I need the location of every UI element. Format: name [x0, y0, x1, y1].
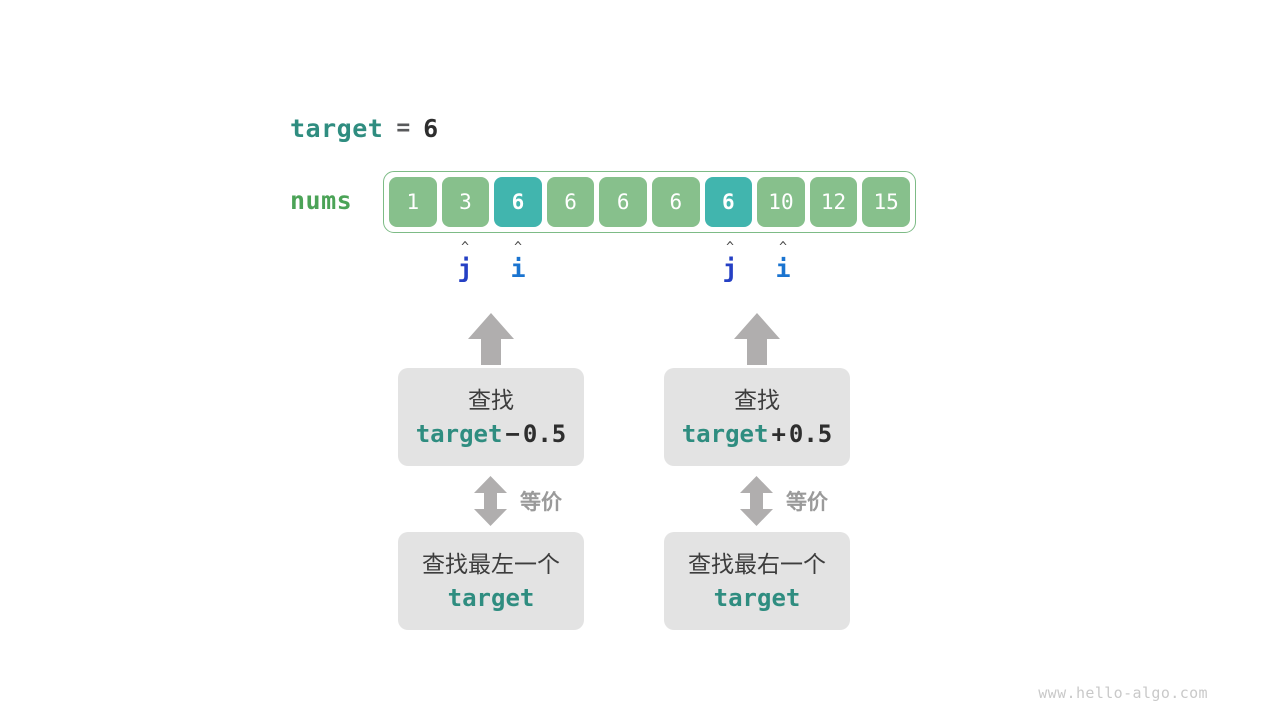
- array-cell: 6: [704, 177, 753, 227]
- array-cell: 1: [389, 177, 437, 227]
- box-title: 查找最左一个: [422, 551, 560, 578]
- target-declaration: target = 6: [290, 110, 438, 146]
- expression-value: 0.5: [788, 419, 833, 448]
- box-expression: target: [713, 583, 801, 612]
- array-cell: 3: [441, 177, 490, 227]
- target-value: 6: [423, 113, 439, 143]
- bottom-box-left: 查找最左一个 target: [398, 532, 584, 630]
- caret-icon: ^: [514, 240, 522, 255]
- expression-value: 0.5: [522, 419, 567, 448]
- array-cell: 15: [862, 177, 910, 227]
- top-box-left: 查找 target−0.5: [398, 368, 584, 466]
- up-arrow-icon-left: [468, 313, 514, 365]
- pointer-label: i: [775, 254, 791, 283]
- array-cell: 12: [809, 177, 858, 227]
- equivalence-group-right: 等价: [740, 476, 828, 526]
- array-cell: 6: [546, 177, 595, 227]
- caret-icon: ^: [726, 240, 734, 255]
- pointer-j-left: ^ j: [441, 241, 489, 283]
- expression-operator: +: [771, 419, 786, 448]
- box-expression: target−0.5: [416, 421, 567, 447]
- box-title: 查找: [468, 387, 514, 414]
- double-arrow-icon: [740, 476, 773, 526]
- pointer-i-right: ^ i: [759, 241, 807, 283]
- box-title: 查找: [734, 387, 780, 414]
- pointer-label: j: [457, 254, 473, 283]
- box-title: 查找最右一个: [688, 551, 826, 578]
- expression-keyword: target: [681, 419, 769, 448]
- target-keyword: target: [290, 113, 384, 143]
- array-cell: 6: [599, 177, 647, 227]
- array-label: nums: [290, 186, 353, 215]
- equals-sign: =: [396, 115, 411, 141]
- caret-icon: ^: [779, 240, 787, 255]
- pointer-label: i: [510, 254, 526, 283]
- bottom-box-right: 查找最右一个 target: [664, 532, 850, 630]
- box-expression: target: [447, 583, 535, 612]
- array-cell: 6: [494, 177, 542, 227]
- expression-keyword: target: [415, 419, 503, 448]
- equivalence-label: 等价: [786, 490, 828, 514]
- pointer-label: j: [722, 254, 738, 283]
- array-cell: 6: [651, 177, 700, 227]
- pointer-j-right: ^ j: [706, 241, 754, 283]
- watermark: www.hello-algo.com: [1038, 684, 1208, 702]
- double-arrow-icon: [474, 476, 507, 526]
- caret-icon: ^: [461, 240, 469, 255]
- pointer-i-left: ^ i: [494, 241, 542, 283]
- equivalence-label: 等价: [520, 490, 562, 514]
- equivalence-group-left: 等价: [474, 476, 562, 526]
- array-cell: 10: [757, 177, 805, 227]
- up-arrow-icon-right: [734, 313, 780, 365]
- top-box-right: 查找 target+0.5: [664, 368, 850, 466]
- expression-operator: −: [505, 419, 520, 448]
- box-expression: target+0.5: [682, 421, 833, 447]
